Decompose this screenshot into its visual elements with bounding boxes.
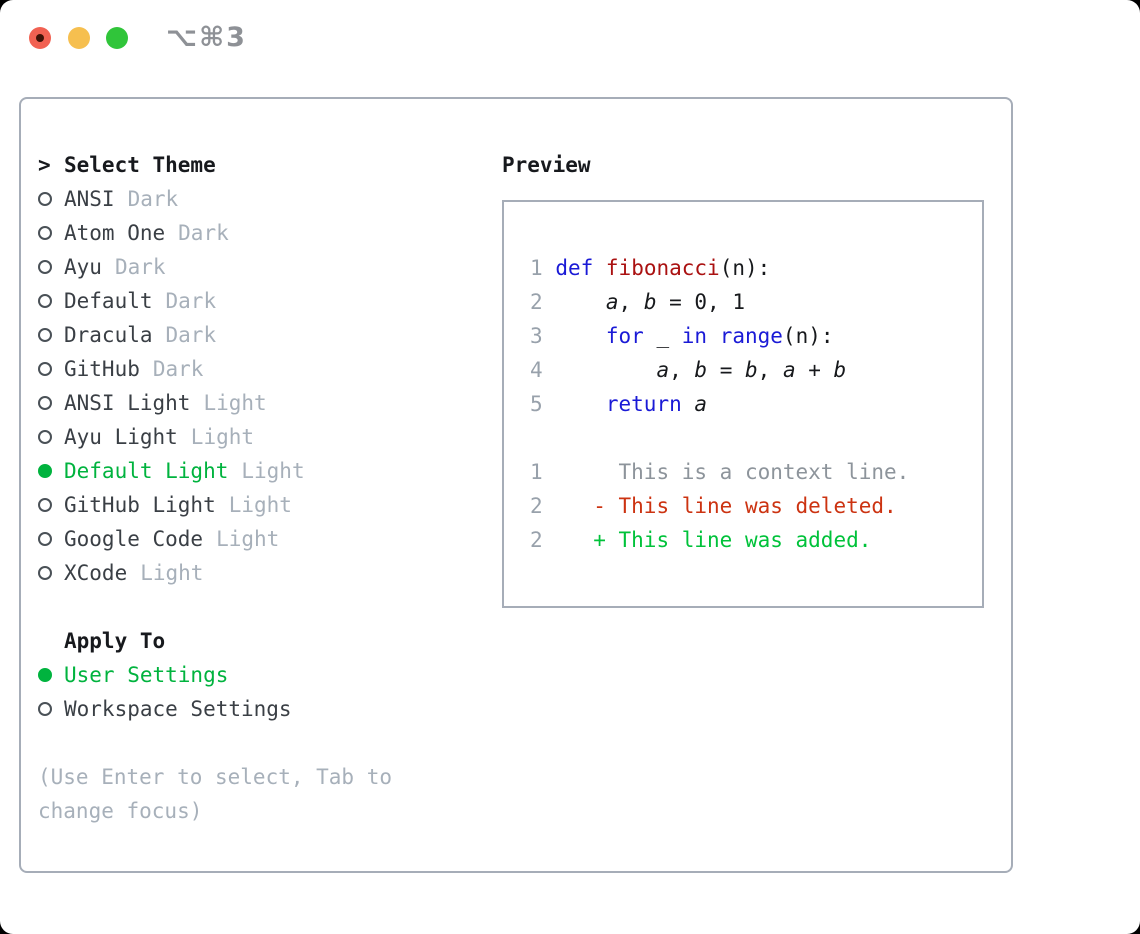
apply-to-title: Apply To (64, 629, 166, 653)
code-line: 1 This is a context line. (530, 460, 910, 484)
theme-variant: Dark (152, 357, 204, 381)
radio-icon (38, 430, 64, 444)
radio-icon (38, 532, 64, 546)
code-line: 1 def fibonacci(n): (530, 256, 771, 280)
theme-item-ayu-light[interactable]: Ayu Light Light (38, 420, 468, 454)
theme-variant: Dark (165, 289, 217, 313)
code-line: 2 + This line was added. (530, 528, 872, 552)
theme-variant: Light (190, 425, 255, 449)
theme-item-default-light[interactable]: Default Light Light (38, 454, 468, 488)
theme-item-ayu[interactable]: Ayu Dark (38, 250, 468, 284)
theme-item-ansi-light[interactable]: ANSI Light Light (38, 386, 468, 420)
code-blank-line (530, 421, 972, 455)
radio-icon (38, 226, 64, 240)
theme-item-xcode[interactable]: XCode Light (38, 556, 468, 590)
theme-variant: Dark (165, 323, 217, 347)
code-line: 4 a, b = b, a + b (530, 358, 847, 382)
theme-variant: Dark (127, 187, 179, 211)
code-line: 3 for _ in range(n): (530, 324, 834, 348)
radio-selected-icon (38, 464, 64, 478)
theme-variant: Light (140, 561, 204, 585)
prompt-caret-icon: > (38, 153, 51, 177)
theme-item-atom-one[interactable]: Atom One Dark (38, 216, 468, 250)
theme-name: GitHub (64, 357, 140, 381)
apply-option-user-settings[interactable]: User Settings (38, 658, 468, 692)
radio-icon (38, 328, 64, 342)
radio-icon (38, 702, 64, 716)
radio-icon (38, 566, 64, 580)
theme-variant: Dark (178, 221, 229, 245)
window-title-shortcut: ⌥⌘3 (166, 22, 247, 53)
preview-title: Preview (502, 153, 591, 177)
right-column: Preview 1 def fibonacci(n): 2 a, b = 0, 1… (502, 148, 986, 608)
theme-name: Ayu Light (64, 425, 178, 449)
theme-variant: Dark (114, 255, 166, 279)
theme-name: Default (64, 289, 153, 313)
select-theme-header-row: > Select Theme (38, 148, 468, 182)
theme-name: ANSI (64, 187, 115, 211)
theme-variant: Light (241, 459, 305, 483)
titlebar: ⌥⌘3 (0, 0, 1140, 76)
theme-name: Google Code (64, 527, 204, 551)
code-line: 2 - This line was deleted. (530, 494, 897, 518)
theme-variant: Light (203, 391, 267, 415)
preview-header-row: Preview (502, 148, 986, 182)
help-text: (Use Enter to select, Tab to change focu… (38, 765, 393, 823)
minimize-button[interactable] (68, 27, 90, 49)
radio-icon (38, 498, 64, 512)
theme-name: XCode (64, 561, 128, 585)
radio-icon (38, 192, 64, 206)
theme-item-google-code[interactable]: Google Code Light (38, 522, 468, 556)
theme-variant: Light (216, 527, 280, 551)
preview-box: 1 def fibonacci(n): 2 a, b = 0, 1 3 for _ … (502, 200, 984, 608)
radio-icon (38, 294, 64, 308)
theme-name: Atom One (64, 221, 166, 245)
theme-name: ANSI Light (64, 391, 191, 415)
unsaved-changes-dot-icon (36, 34, 44, 42)
theme-variant: Light (228, 493, 292, 517)
theme-item-github[interactable]: GitHub Dark (38, 352, 468, 386)
radio-icon (38, 260, 64, 274)
zoom-button[interactable] (106, 27, 128, 49)
apply-option-label: User Settings (64, 663, 229, 687)
apply-to-header-row: Apply To (38, 624, 468, 658)
preview-code: 1 def fibonacci(n): 2 a, b = 0, 1 3 for _ … (530, 251, 972, 557)
theme-name: GitHub Light (64, 493, 216, 517)
radio-icon (38, 362, 64, 376)
select-theme-title: Select Theme (64, 153, 216, 177)
theme-item-github-light[interactable]: GitHub Light Light (38, 488, 468, 522)
close-button[interactable] (29, 27, 51, 49)
theme-name: Dracula (64, 323, 153, 347)
theme-item-dracula[interactable]: Dracula Dark (38, 318, 468, 352)
theme-name: Ayu (64, 255, 102, 279)
code-line: 5 return a (530, 392, 708, 416)
radio-icon (38, 396, 64, 410)
theme-item-default[interactable]: Default Dark (38, 284, 468, 318)
code-line: 2 a, b = 0, 1 (530, 290, 745, 314)
theme-name: Default Light (64, 459, 229, 483)
apply-option-label: Workspace Settings (64, 697, 292, 721)
apply-option-workspace-settings[interactable]: Workspace Settings (38, 692, 468, 726)
theme-item-ansi[interactable]: ANSI Dark (38, 182, 468, 216)
radio-selected-icon (38, 668, 64, 682)
